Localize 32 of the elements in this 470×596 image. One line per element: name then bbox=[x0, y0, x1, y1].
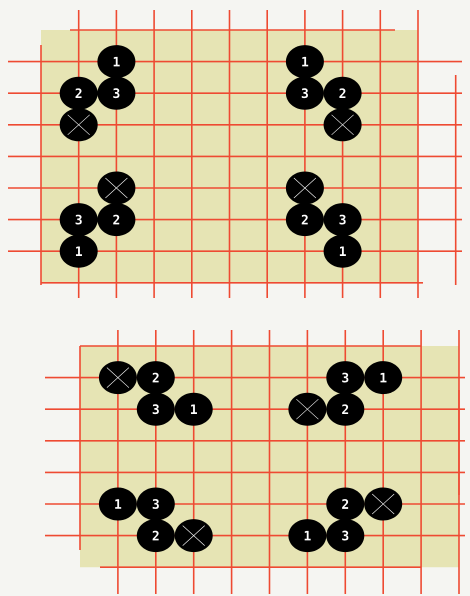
crossed-stone bbox=[286, 172, 324, 204]
numbered-stone: 3 bbox=[60, 203, 98, 236]
crossed-stone bbox=[174, 519, 213, 552]
numbered-stone: 2 bbox=[326, 488, 364, 520]
numbered-stone: 1 bbox=[97, 45, 136, 78]
crossed-stone bbox=[324, 108, 362, 142]
numbered-stone: 3 bbox=[136, 392, 175, 426]
numbered-stone: 3 bbox=[326, 361, 364, 394]
numbered-stone: 2 bbox=[60, 76, 98, 110]
numbered-stone: 3 bbox=[286, 76, 324, 110]
numbered-stone: 1 bbox=[98, 488, 137, 520]
numbered-stone: 2 bbox=[324, 76, 362, 110]
crossed-stone bbox=[364, 488, 402, 520]
numbered-stone: 1 bbox=[174, 392, 213, 426]
numbered-stone: 1 bbox=[60, 234, 98, 268]
crossed-stone bbox=[98, 361, 137, 394]
numbered-stone: 1 bbox=[364, 361, 402, 394]
numbered-stone: 1 bbox=[286, 45, 324, 78]
numbered-stone: 1 bbox=[324, 234, 362, 268]
numbered-stone: 2 bbox=[136, 361, 175, 394]
numbered-stone: 2 bbox=[97, 203, 136, 236]
crossed-stone bbox=[60, 108, 98, 142]
numbered-stone: 3 bbox=[326, 519, 364, 552]
numbered-stone: 3 bbox=[97, 76, 136, 110]
crossed-stone bbox=[288, 392, 326, 426]
numbered-stone: 3 bbox=[324, 203, 362, 236]
crossed-stone bbox=[97, 172, 136, 204]
numbered-stone: 1 bbox=[288, 519, 326, 552]
numbered-stone: 2 bbox=[136, 519, 175, 552]
numbered-stone: 2 bbox=[326, 392, 364, 426]
numbered-stone: 3 bbox=[136, 488, 175, 520]
numbered-stone: 2 bbox=[286, 203, 324, 236]
